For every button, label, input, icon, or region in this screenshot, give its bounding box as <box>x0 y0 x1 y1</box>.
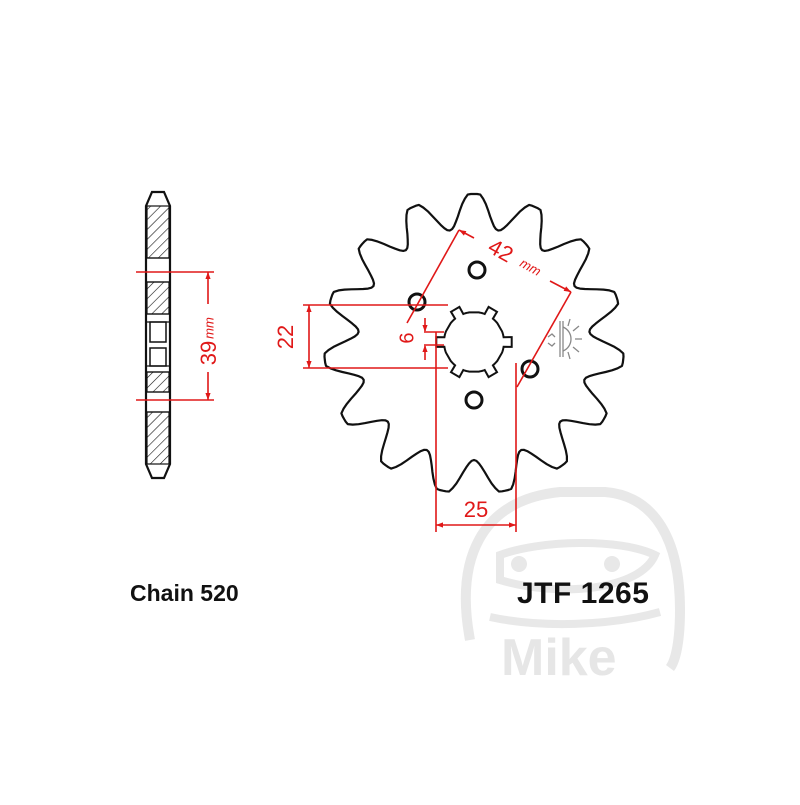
dimension-extension-42-right <box>516 291 572 388</box>
arrow-25-left <box>436 522 443 528</box>
dimension-extension-42-left <box>406 229 460 324</box>
chain-size-label: Chain 520 <box>130 580 239 606</box>
arrow-6-bottom <box>422 345 428 352</box>
hatched-section <box>146 371 170 393</box>
arrow-39-bottom <box>205 393 211 400</box>
arrow-22-top <box>306 305 312 312</box>
arrow-42-left <box>459 230 467 236</box>
sun-direction-icon <box>547 318 582 360</box>
bolt-hole <box>464 390 484 410</box>
hatched-section <box>146 281 170 315</box>
dimension-label-22: 22 <box>273 325 298 349</box>
dimension-label-25: 25 <box>464 497 488 522</box>
bolt-hole <box>520 359 540 379</box>
arrow-39-top <box>205 272 211 279</box>
arrow-6-top <box>422 325 428 332</box>
sprocket-front-view <box>323 192 625 493</box>
watermark-text: Mike <box>501 629 617 687</box>
arrow-22-bottom <box>306 361 312 368</box>
dimension-label-6: 6 <box>396 332 418 343</box>
hub-block <box>149 321 167 343</box>
bolt-hole <box>467 260 487 280</box>
arrow-25-right <box>509 522 516 528</box>
part-number-label: JTF 1265 <box>517 577 650 610</box>
watermark-helmet-logo <box>460 487 686 671</box>
hub-block <box>149 347 167 367</box>
sprocket-side-view <box>144 190 172 480</box>
dimension-label-39: 39 <box>196 341 221 365</box>
hatched-section <box>146 205 170 259</box>
hatched-section <box>146 411 170 465</box>
arrow-42-right <box>563 286 571 292</box>
splined-bore <box>435 305 513 379</box>
dimension-label-39-unit: mm <box>201 317 216 339</box>
